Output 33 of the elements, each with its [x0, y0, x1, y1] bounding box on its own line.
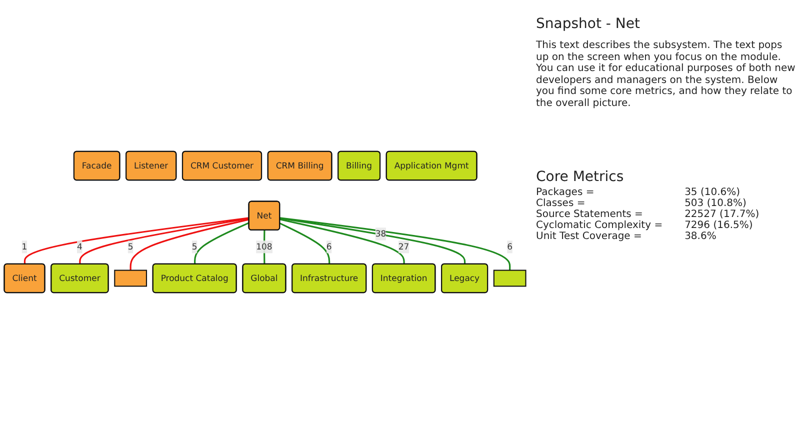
metric-name: Classes =	[536, 198, 586, 209]
edge-label: 1	[22, 242, 28, 252]
description-text: This text describes the subsystem. The text pops up on the screen when you focus on the module. You can use it for educational purposes of both new developers and managers on the system. Below you find some core metrics, and how they relate to the overall picture.	[536, 40, 796, 109]
edge-label: 108	[256, 242, 272, 252]
metric-value: 38.6%	[684, 231, 718, 242]
metric-value: 7296 (16.5%)	[684, 220, 754, 231]
metrics-heading: Core Metrics	[536, 169, 625, 185]
metric-name: Packages =	[536, 187, 596, 198]
edge-label: 27	[398, 242, 410, 252]
edge-label: 38	[375, 228, 386, 239]
connector	[280, 218, 466, 264]
metric-name: Source Statements =	[536, 209, 644, 220]
connector	[280, 222, 330, 264]
connector	[24, 217, 250, 264]
metric-value: 22527 (17.7%)	[684, 209, 760, 220]
connector	[280, 218, 405, 264]
metric-name: Unit Test Coverage =	[536, 231, 642, 242]
connector	[264, 230, 266, 264]
connector	[280, 217, 511, 270]
node-box	[114, 270, 148, 287]
edge-label: 6	[326, 242, 332, 252]
panel-title: Snapshot - Net	[536, 16, 641, 32]
connector	[194, 222, 250, 264]
metric-name: Cyclomatic Complexity =	[536, 220, 664, 231]
metric-value: 503 (10.8%)	[684, 198, 748, 209]
edge-label: 6	[507, 242, 513, 252]
edge-label: 5	[128, 242, 134, 252]
connector	[130, 218, 250, 270]
node-box	[493, 270, 526, 287]
connector	[79, 218, 250, 264]
edge-label: 4	[76, 242, 82, 252]
edge-label: 5	[192, 242, 198, 252]
metric-value: 35 (10.6%)	[684, 187, 742, 198]
